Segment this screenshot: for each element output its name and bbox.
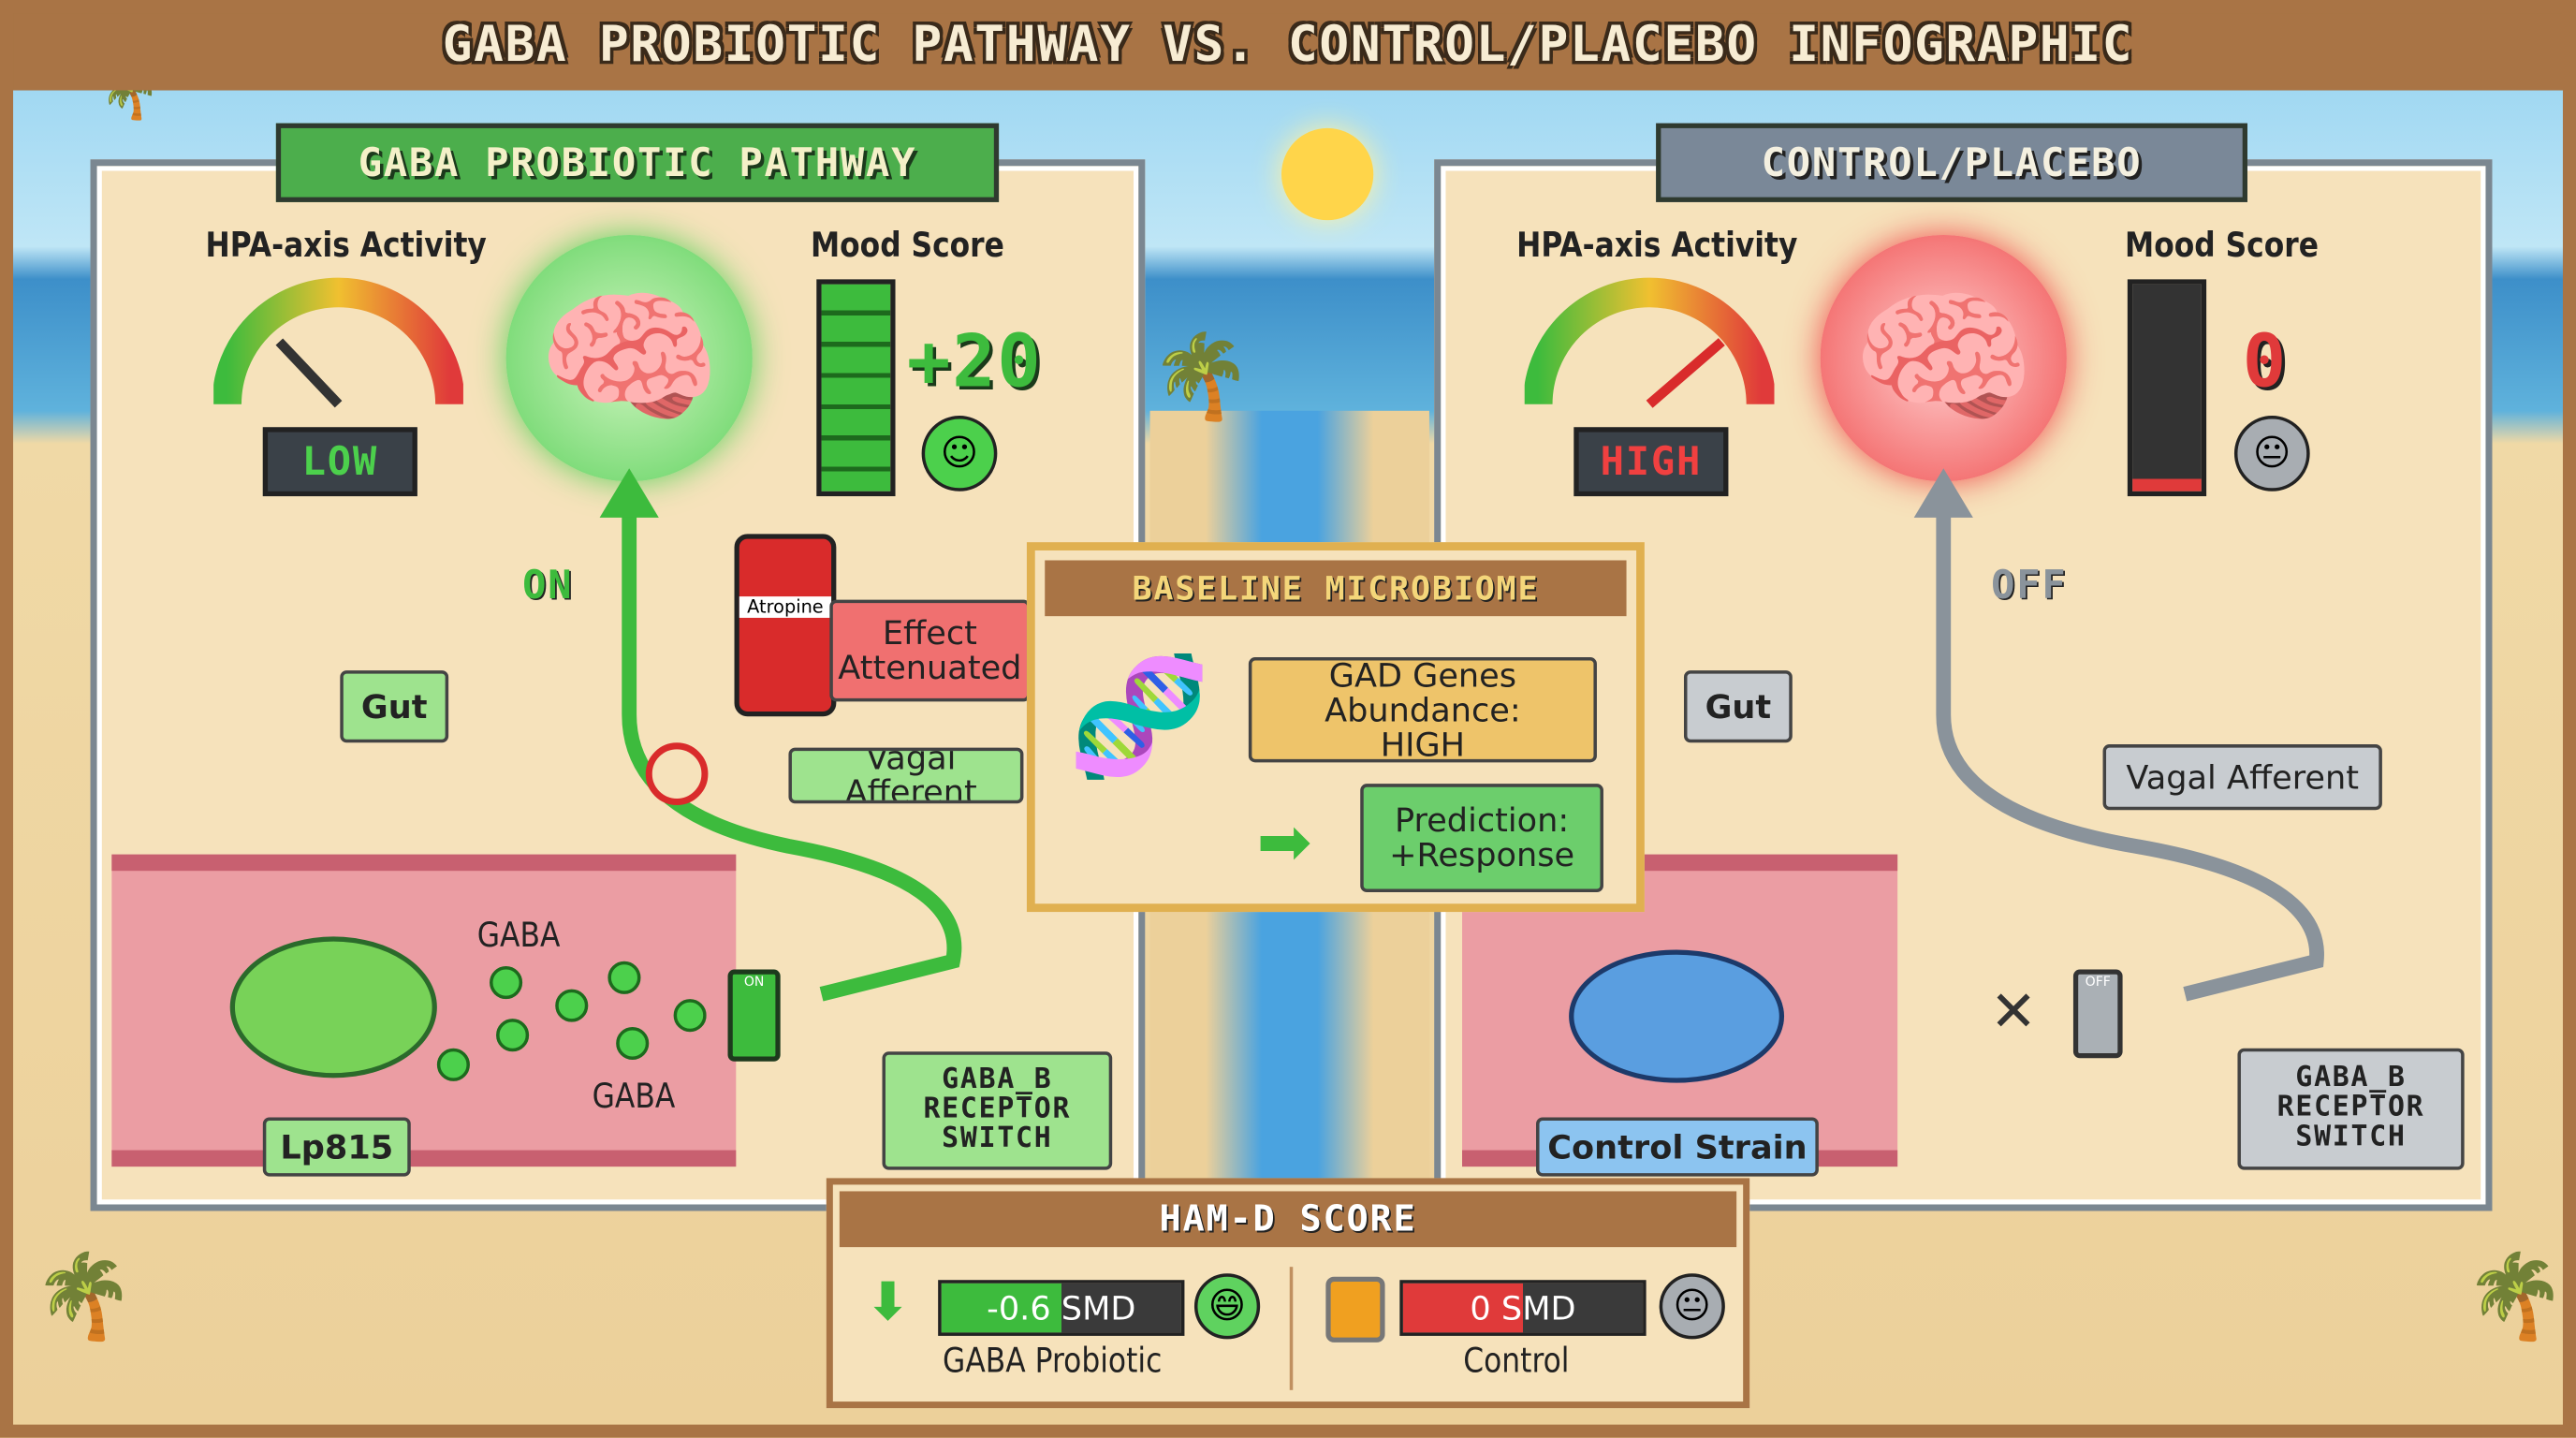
brain-circle: 🧠 xyxy=(505,234,753,482)
baseline-title: BASELINE MICROBIOME xyxy=(1045,560,1627,617)
receptor-switch-on: ON xyxy=(727,969,781,1062)
gut-label: Gut xyxy=(1683,670,1793,743)
receptor-switch-off: OFF xyxy=(2072,969,2123,1059)
receptor-switch-label: GABA_B RECEPTOR SWITCH xyxy=(2237,1048,2465,1170)
vagal-afferent-label: Vagal Afferent xyxy=(788,747,1024,804)
divider xyxy=(1289,1267,1294,1390)
mood-bar xyxy=(2127,279,2207,497)
neutral-face-icon: 😐 xyxy=(1659,1273,1725,1340)
mood-value: 0 xyxy=(2242,320,2288,404)
hpa-gauge xyxy=(1524,277,1775,408)
pill-capsule-icon xyxy=(1325,1276,1385,1343)
arrow-down-icon: ⬇ xyxy=(865,1269,910,1333)
page-title: GABA PROBIOTIC PATHWAY VS. CONTROL/PLACE… xyxy=(442,16,2134,74)
hpa-label: HPA-axis Activity xyxy=(205,225,487,265)
neutral-face-icon: 😐 xyxy=(2233,416,2310,492)
control-bacterium-icon xyxy=(1569,949,1785,1083)
probiotic-label: GABA Probiotic xyxy=(943,1341,1163,1381)
sun-icon xyxy=(1281,127,1374,221)
atropine-bottle-icon: Atropine xyxy=(734,534,837,717)
gaba-molecules xyxy=(436,961,707,1081)
vagus-state: ON xyxy=(522,562,574,609)
hamd-title: HAM-D SCORE xyxy=(839,1191,1737,1248)
gaba-label: GABA xyxy=(592,1076,676,1116)
vagus-nerve-path xyxy=(599,468,962,1002)
mood-value: +20 xyxy=(906,320,1043,404)
arrow-up-icon xyxy=(1913,468,1973,518)
gad-genes-label: GAD Genes Abundance: HIGH xyxy=(1248,657,1597,763)
bacterium-icon xyxy=(229,936,437,1078)
control-label: Control xyxy=(1463,1341,1570,1381)
strain-label: Control Strain xyxy=(1536,1117,1819,1177)
arrow-up-icon xyxy=(599,468,659,518)
blocked-x-icon: ✕ xyxy=(1992,965,2037,1047)
hamd-box: HAM-D SCORE ⬇ -0.6 SMD 😄 GABA Probiotic … xyxy=(826,1178,1750,1409)
vagal-afferent-label: Vagal Afferent xyxy=(2102,744,2382,811)
hpa-level-badge: LOW xyxy=(262,427,417,497)
blocked-icon xyxy=(645,742,709,805)
baseline-microbiome-box: BASELINE MICROBIOME 🧬 GAD Genes Abundanc… xyxy=(1026,542,1645,913)
dna-magnifier-icon: 🧬 xyxy=(1067,649,1211,785)
effect-attenuated-label: Effect Attenuated xyxy=(829,599,1031,702)
gaba-label: GABA xyxy=(476,915,561,955)
control-tab: CONTROL/PLACEBO xyxy=(1656,123,2247,202)
gauge-needle xyxy=(1646,338,1725,408)
mood-label: Mood Score xyxy=(2125,225,2319,265)
brain-icon: 🧠 xyxy=(536,271,722,445)
mood-label: Mood Score xyxy=(810,225,1004,265)
probiotic-tab: GABA PROBIOTIC PATHWAY xyxy=(275,123,1000,202)
happy-face-icon: ☺ xyxy=(921,416,998,492)
happy-face-icon: 😄 xyxy=(1193,1273,1261,1340)
title-bar: GABA PROBIOTIC PATHWAY VS. CONTROL/PLACE… xyxy=(0,0,2576,91)
strain-label: Lp815 xyxy=(262,1117,411,1177)
switch-state: OFF xyxy=(2085,974,2111,990)
probiotic-smd-bar: -0.6 SMD xyxy=(938,1280,1185,1336)
control-smd-bar: 0 SMD xyxy=(1399,1280,1647,1336)
hpa-level-badge: HIGH xyxy=(1573,427,1729,497)
receptor-switch-label: GABA_B RECEPTOR SWITCH xyxy=(882,1051,1113,1170)
hpa-label: HPA-axis Activity xyxy=(1516,225,1798,265)
gut-label: Gut xyxy=(340,670,449,743)
switch-state: ON xyxy=(743,974,765,990)
prediction-label: Prediction: +Response xyxy=(1360,784,1603,893)
palm-tree-icon: 🌴 xyxy=(33,1248,136,1344)
hpa-gauge xyxy=(213,277,463,408)
vagus-nerve-path xyxy=(1913,468,2324,1002)
palm-tree-icon: 🌴 xyxy=(1149,329,1252,424)
brain-icon: 🧠 xyxy=(1851,271,2036,445)
mood-bar xyxy=(816,279,896,497)
palm-tree-icon: 🌴 xyxy=(2464,1248,2567,1344)
arrow-right-icon: ➡ xyxy=(1256,804,1312,881)
vagus-state: OFF xyxy=(1991,562,2068,609)
gauge-needle xyxy=(275,338,343,408)
drug-label: Atropine xyxy=(739,596,832,618)
brain-circle: 🧠 xyxy=(1820,234,2067,482)
